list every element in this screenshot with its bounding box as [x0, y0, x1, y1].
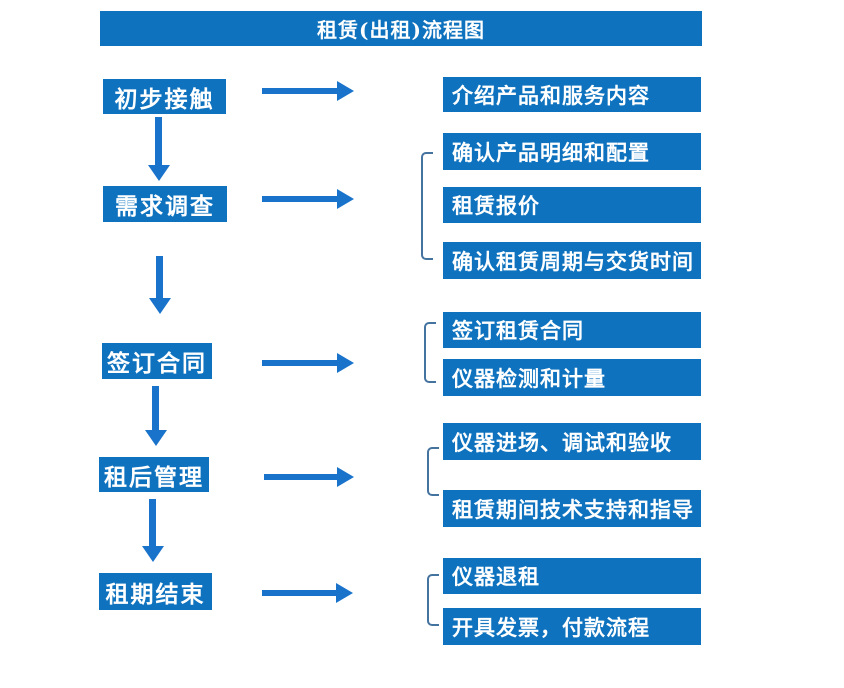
step-box-rental-end: 租期结束	[99, 573, 212, 610]
arrow-right-icon	[262, 583, 353, 603]
group-bracket	[421, 152, 433, 260]
step-box-initial-contact: 初步接触	[103, 79, 226, 114]
output-box-confirm-product-details: 确认产品明细和配置	[443, 133, 701, 170]
page-title: 租赁(出租)流程图	[317, 18, 485, 42]
output-box-introduce-products: 介绍产品和服务内容	[443, 77, 701, 112]
step-box-post-rental-management: 租后管理	[99, 457, 209, 492]
output-box-rental-quotation: 租赁报价	[443, 187, 701, 223]
output-box-instrument-return: 仪器退租	[443, 558, 701, 594]
arrow-down-icon	[141, 499, 164, 562]
output-box-technical-support: 租赁期间技术支持和指导	[443, 490, 701, 527]
output-box-confirm-rental-period: 确认租赁周期与交货时间	[443, 242, 701, 279]
output-box-sign-rental-contract: 签订租赁合同	[443, 312, 701, 348]
group-bracket	[427, 574, 439, 626]
step-box-sign-contract: 签订合同	[102, 343, 212, 379]
arrow-down-icon	[144, 386, 167, 446]
output-box-instrument-testing: 仪器检测和计量	[443, 359, 701, 396]
step-box-demand-survey: 需求调查	[103, 186, 227, 222]
arrow-right-icon	[262, 189, 354, 209]
title-bar: 租赁(出租)流程图	[100, 11, 702, 46]
group-bracket	[424, 322, 436, 383]
arrow-down-icon	[147, 117, 170, 181]
arrow-right-icon	[264, 467, 354, 487]
output-box-instrument-setup-acceptance: 仪器进场、调试和验收	[443, 423, 701, 460]
group-bracket	[427, 447, 439, 496]
output-box-invoice-payment: 开具发票，付款流程	[443, 608, 701, 645]
arrow-right-icon	[262, 353, 354, 373]
arrow-right-icon	[262, 81, 354, 101]
arrow-down-icon	[148, 256, 171, 314]
